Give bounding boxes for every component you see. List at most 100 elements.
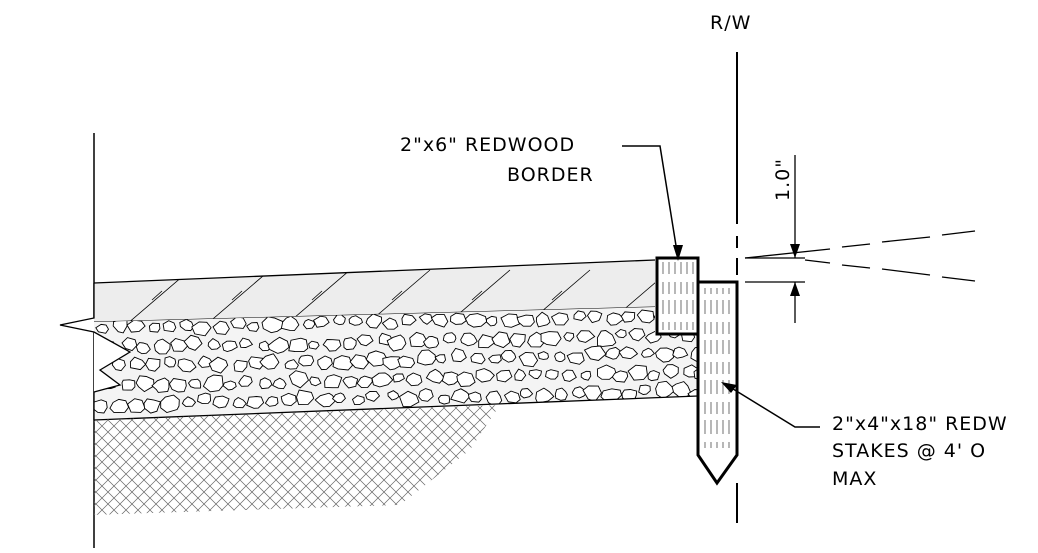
gravel-stone: [434, 354, 446, 364]
gravel-stone: [126, 319, 146, 333]
gravel-stone: [135, 342, 151, 355]
gravel-stone: [441, 371, 461, 386]
gravel-stone: [405, 372, 423, 387]
gravel-stone: [425, 368, 445, 384]
gravel-stone: [537, 351, 549, 360]
gravel-stone: [371, 372, 394, 388]
gravel-stone: [121, 379, 136, 391]
gravel-stone: [500, 350, 517, 363]
gravel-stone: [143, 398, 162, 414]
gravel-stone: [561, 369, 577, 382]
gravel-stone: [351, 395, 365, 406]
gravel-stone: [586, 310, 603, 324]
gravel-stone: [356, 375, 373, 389]
gravel-stone: [151, 377, 170, 393]
gravel-stone: [621, 389, 638, 403]
border-label-line2: BORDER: [507, 164, 594, 186]
gravel-stone: [596, 330, 617, 347]
border-leader: [622, 145, 683, 261]
gravel-stone: [153, 338, 171, 355]
gravel-stone: [655, 380, 676, 400]
gravel-stone: [672, 346, 689, 359]
gravel-stone: [221, 340, 238, 352]
gravel-stone: [516, 314, 535, 327]
gravel-stone: [212, 320, 230, 335]
gravel-stone: [618, 346, 639, 360]
gravel-base-layer: [93, 307, 699, 421]
gravel-stone: [487, 354, 502, 364]
gravel-stone: [520, 388, 534, 399]
gravel-stone: [566, 352, 585, 365]
gravel-stone: [280, 315, 300, 332]
gravel-stone: [550, 312, 569, 326]
redwood-stake: [696, 280, 739, 486]
gravel-stone: [239, 337, 254, 348]
gravel-stone: [527, 331, 545, 348]
gravel-stone: [258, 340, 271, 352]
gravel-stone: [208, 356, 229, 374]
gravel-stone: [580, 370, 592, 381]
gravel-stone: [296, 389, 315, 406]
gravel-stone: [544, 369, 559, 380]
gravel-stone: [460, 332, 478, 347]
stakes-label-line3: MAX: [832, 468, 878, 490]
gravel-stone: [509, 333, 526, 348]
stakes-label-line1: 2"x4"x18" REDW: [832, 413, 1008, 435]
gravel-stone: [554, 387, 568, 401]
gravel-stone: [486, 315, 498, 327]
gravel-stone: [535, 387, 555, 404]
gravel-stone: [573, 310, 587, 321]
gravel-stone: [563, 332, 575, 342]
gravel-stone: [387, 390, 400, 401]
gravel-stone: [540, 331, 562, 347]
redwood-border-board: [655, 256, 700, 336]
gravel-stone: [451, 347, 467, 363]
gravel-stone: [397, 355, 416, 369]
gravel-stone: [222, 380, 237, 391]
gravel-stone: [308, 340, 320, 350]
gravel-stone: [127, 398, 146, 413]
gravel-stone: [144, 357, 161, 372]
gravel-stone: [212, 395, 230, 409]
gravel-stone: [614, 329, 627, 339]
gravel-stone: [467, 391, 482, 403]
gravel-stone: [647, 370, 661, 382]
gravel-stone: [331, 392, 346, 403]
gravel-stone: [349, 354, 370, 370]
gravel-stone: [343, 337, 357, 351]
gravel-stone: [187, 378, 202, 389]
gravel-stone: [514, 368, 527, 382]
gravel-stone: [179, 318, 195, 332]
gravel-stone: [196, 392, 212, 404]
gravel-stone: [280, 392, 297, 407]
gravel-stone: [168, 378, 187, 393]
gravel-stone: [148, 322, 161, 333]
gravel-stone: [135, 375, 155, 393]
gravel-stone: [654, 347, 675, 363]
gravel-stone: [238, 374, 253, 387]
gravel-stone: [288, 370, 310, 389]
gravel-stone: [121, 337, 138, 352]
gravel-stone: [636, 309, 655, 324]
gravel-stone: [442, 332, 457, 344]
gravel-stone: [365, 313, 382, 329]
gravel-stone: [267, 336, 290, 354]
subgrade-soil: [94, 405, 500, 515]
dimension-label: 1.0": [772, 158, 794, 201]
gravel-stone: [401, 313, 417, 326]
gravel-stone: [314, 392, 337, 408]
gravel-stone: [162, 320, 177, 333]
gravel-stone: [386, 334, 407, 352]
gravel-stone: [109, 398, 130, 414]
gravel-stone: [288, 337, 309, 353]
break-line: [59, 283, 132, 420]
gravel-stone: [272, 377, 287, 390]
gravel-stone: [95, 323, 110, 334]
gravel-stone: [398, 390, 420, 408]
gravel-stone: [418, 313, 433, 325]
dimension-1-inch: [745, 155, 805, 323]
gravel-stone: [309, 376, 322, 387]
gravel-stone: [356, 334, 374, 347]
gravel-stone: [164, 356, 177, 368]
gravel-stone: [638, 384, 651, 395]
